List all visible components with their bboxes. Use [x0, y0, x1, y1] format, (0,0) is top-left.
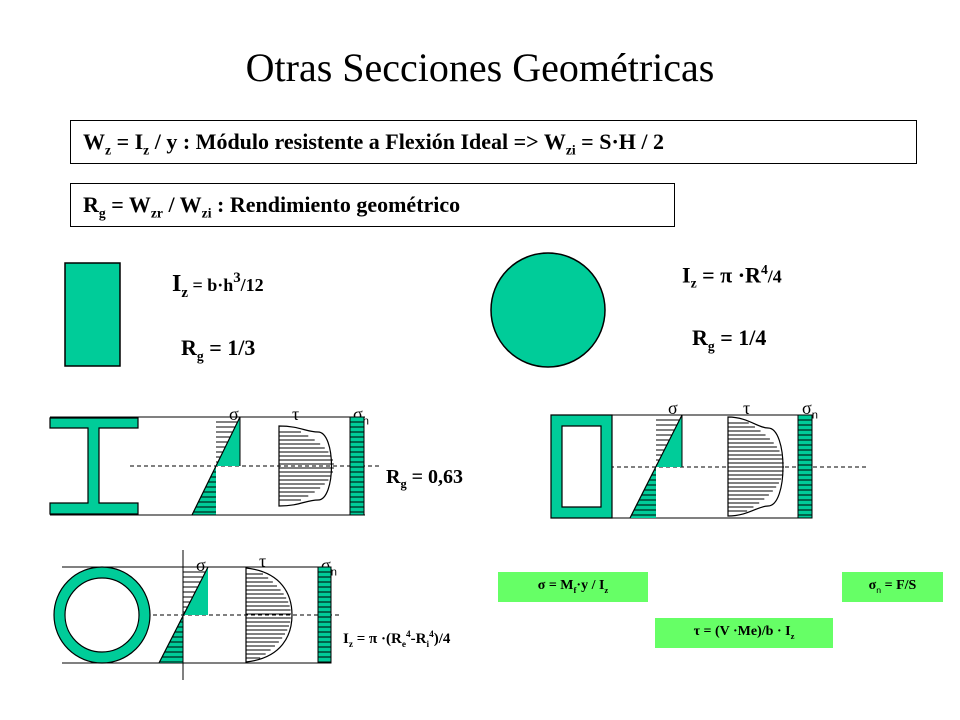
- wz-definition-box: Wz = Iz / y : Módulo resistente a Flexió…: [70, 120, 917, 164]
- ring-tau-label: τ: [259, 551, 267, 571]
- ring-sigma-n-label: σn: [321, 555, 337, 579]
- wz-definition: Wz = Iz / y : Módulo resistente a Flexió…: [83, 129, 665, 158]
- box-tau-label: τ: [743, 398, 751, 418]
- ibeam-section: [49, 417, 139, 515]
- box-section: [550, 414, 613, 519]
- ibeam-sigma-n-label: σn: [353, 404, 369, 428]
- sigma-n-formula-box: σn = F/S: [842, 572, 943, 602]
- rg-definition-box: Rg = Wzr / Wzi : Rendimiento geométrico: [70, 183, 675, 227]
- ibeam-sigma-label: σ: [229, 404, 239, 424]
- tau-formula: τ = (V ·Me)/b · Iz: [693, 624, 795, 641]
- rectangle-section: [64, 262, 121, 367]
- page-title: Otras Secciones Geométricas: [245, 45, 715, 90]
- ibeam-diagram: [49, 416, 380, 516]
- box-sigma-n-bar: [797, 414, 813, 519]
- box-diagram: [550, 414, 866, 519]
- circle-rg-label: Rg = 1/4: [692, 325, 767, 354]
- rect-rg-label: Rg = 1/3: [181, 335, 256, 364]
- box-sigma-label: σ: [668, 398, 678, 418]
- ring-sigma-n-bar: [317, 566, 332, 664]
- ring-sigma-label: σ: [196, 555, 206, 575]
- circle-iz-label: Iz = π ·R4/4: [682, 262, 782, 291]
- ibeam-tau-diagram: [278, 425, 332, 507]
- ibeam-rg-label: Rg = 0,63: [386, 466, 464, 491]
- sigma-n-formula: σn = F/S: [868, 578, 917, 595]
- box-tau-diagram: [727, 416, 784, 517]
- ring-iz-label: Iz = π ·(Re4-Ri4)/4: [343, 630, 451, 650]
- tau-formula-box: τ = (V ·Me)/b · Iz: [655, 618, 833, 648]
- rg-definition: Rg = Wzr / Wzi : Rendimiento geométrico: [83, 192, 461, 221]
- rect-iz-label: Iz = b·h3/12: [172, 270, 264, 301]
- sigma-formula-box: σ = Mf·y / Iz: [498, 572, 648, 602]
- box-sigma-n-label: σn: [802, 398, 818, 422]
- ring-diagram: [53, 550, 340, 680]
- ibeam-tau-label: τ: [292, 404, 300, 424]
- circle-section: [490, 252, 606, 368]
- sigma-formula: σ = Mf·y / Iz: [537, 578, 609, 595]
- ring-tau-diagram: [245, 567, 293, 663]
